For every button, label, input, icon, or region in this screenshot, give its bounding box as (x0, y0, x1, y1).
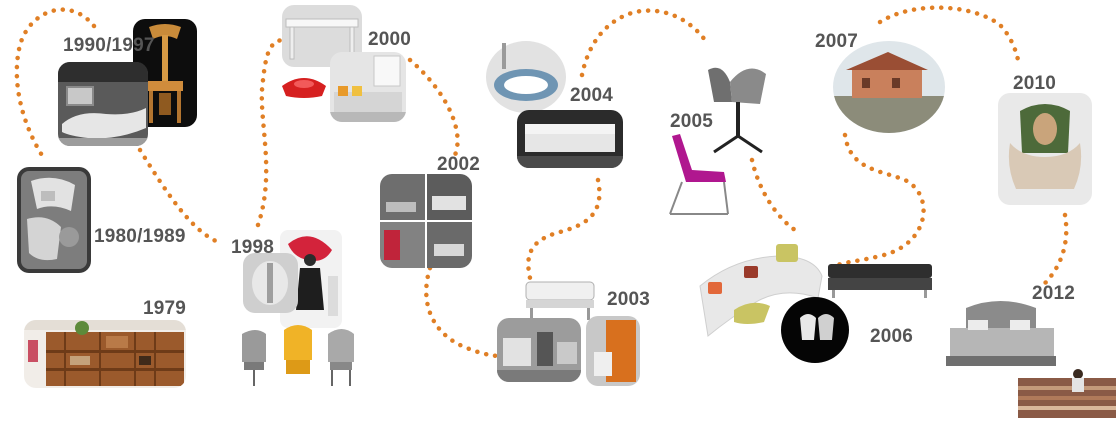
photo-black-sofa-2006 (824, 258, 936, 302)
photo-lounge-2003 (497, 318, 581, 382)
path-segment-3 (255, 37, 285, 228)
photo-orange-cabinet-2003 (586, 316, 640, 386)
path-segment-1 (14, 7, 97, 163)
photo-wall-unit-1979 (24, 320, 186, 388)
photo-interiors-grid-2002 (380, 174, 472, 268)
photo-sofa-topview-1980 (17, 167, 91, 273)
year-label-2006: 2006 (870, 326, 914, 347)
path-segment-5 (424, 265, 503, 359)
photo-striped-sofa-2012 (1014, 366, 1120, 428)
photo-sink-2004 (484, 37, 568, 115)
year-label-2003: 2003 (607, 289, 651, 310)
photo-bed-2012 (940, 298, 1060, 370)
year-label-1979: 1979 (143, 298, 187, 319)
photo-bench-2003 (520, 276, 600, 322)
year-label-1998: 1998 (231, 237, 275, 258)
year-label-2002: 2002 (437, 154, 481, 175)
photo-swivel-chair-2005 (702, 58, 772, 156)
photo-curved-sofa-1990 (58, 62, 148, 146)
photo-black-round-2006 (780, 296, 850, 364)
path-segment-8 (749, 157, 798, 233)
year-label-2012: 2012 (1032, 283, 1076, 304)
path-segment-2 (137, 147, 221, 245)
year-label-2010: 2010 (1013, 73, 1057, 94)
photo-armchair-2010 (998, 93, 1092, 205)
year-label-1980-1989: 1980/1989 (94, 226, 186, 247)
photo-armchairs-1998 (236, 318, 360, 396)
photo-villa-2007 (832, 40, 946, 134)
path-segment-6 (526, 177, 602, 281)
photo-pink-chair-2005 (664, 130, 736, 218)
photo-modular-sofa-2006 (694, 236, 826, 344)
photo-vase-1998 (243, 253, 298, 313)
path-segment-7 (579, 8, 708, 78)
year-label-1990-1997: 1990/1997 (63, 35, 155, 56)
photo-red-ottoman-2000 (278, 66, 330, 100)
year-label-2005: 2005 (670, 111, 714, 132)
year-label-2004: 2004 (570, 85, 614, 106)
path-segment-11 (1037, 212, 1069, 291)
photo-sectional-sofa-2000 (330, 52, 406, 122)
path-segment-9 (835, 132, 926, 268)
year-label-2000: 2000 (368, 29, 412, 50)
photo-sofa-2004 (517, 110, 623, 168)
year-label-2007: 2007 (815, 31, 859, 52)
path-segment-10 (877, 5, 1021, 63)
path-segment-4 (407, 57, 460, 158)
